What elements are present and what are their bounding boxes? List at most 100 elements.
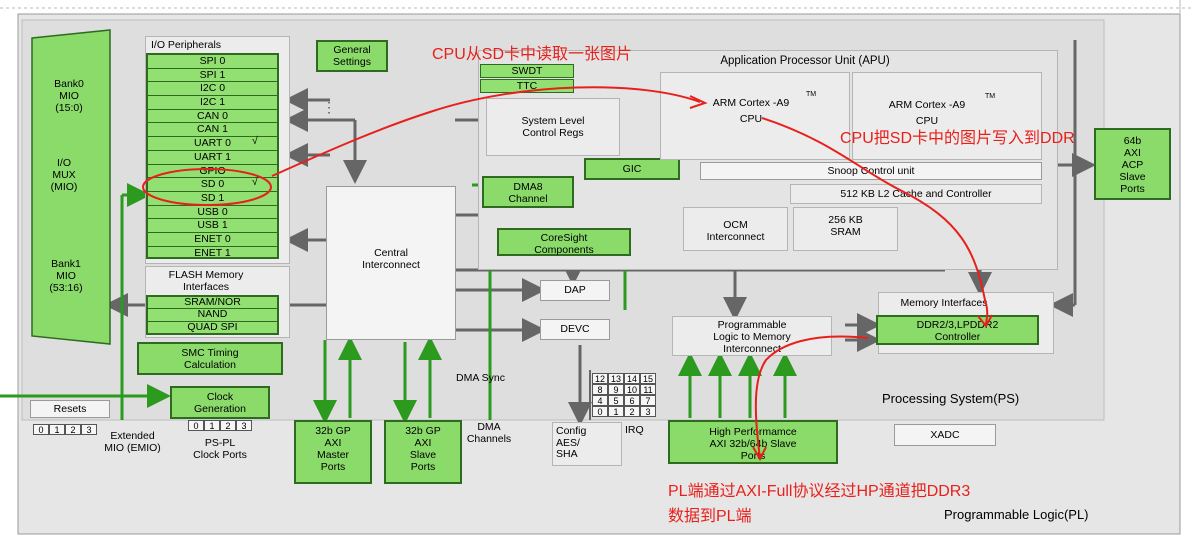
irq-port-cell: 0 <box>592 406 608 417</box>
clock-generation-box: Clock Generation <box>170 386 270 419</box>
io-peripherals-title: I/O Peripherals <box>151 39 222 51</box>
irq-port-cell: 10 <box>624 384 640 395</box>
processing-system-label: Processing System(PS) <box>882 391 1020 406</box>
irq-port-cell: 13 <box>608 373 624 384</box>
io-item-i2c-1: I2C 1 <box>148 96 277 110</box>
hp-slave-ports-box: High Performamce AXI 32b/64b Slave Ports <box>668 420 838 464</box>
io-item-spi-0: SPI 0 <box>148 55 277 69</box>
ps-pl-clock-label: PS-PL Clock Ports <box>193 437 247 462</box>
general-settings-box: General Settings <box>316 40 388 72</box>
io-item-uart-0: UART 0 <box>148 137 277 151</box>
gp-slave-ports-box: 32b GP AXI Slave Ports <box>384 420 462 484</box>
central-interconnect-box: Central Interconnect <box>326 186 456 340</box>
cpu0-sub: CPU <box>739 113 763 125</box>
mio-mux-shape <box>31 29 111 345</box>
dma-sync-label: DMA Sync <box>456 372 506 384</box>
clock-port-cell: 3 <box>236 420 252 431</box>
flash-item-quad-spi: QUAD SPI <box>187 320 238 333</box>
io-item-uart-1: UART 1 <box>148 151 277 165</box>
programmable-logic-label: Programmable Logic(PL) <box>944 507 1089 522</box>
io-item-i2c-0: I2C 0 <box>148 82 277 97</box>
system-level-control-box: System Level Control Regs <box>486 98 620 156</box>
ttc-box: TTC <box>480 79 574 93</box>
io-item-enet-1: ENET 1 <box>194 246 231 259</box>
sd0-check: √ <box>252 176 258 188</box>
irq-port-cell: 11 <box>640 384 656 395</box>
io-item-can-0: CAN 0 <box>148 110 277 124</box>
svg-text:⋮: ⋮ <box>322 99 336 115</box>
irq-port-cell: 9 <box>608 384 624 395</box>
memory-interfaces-title: Memory Interfaces <box>900 297 988 309</box>
clock-port-cell: 1 <box>204 420 220 431</box>
irq-port-cell: 1 <box>608 406 624 417</box>
bank1-label: Bank1 MIO (53:16) <box>49 258 83 295</box>
snoop-control-box: Snoop Control unit <box>700 162 1042 180</box>
uart0-check: √ <box>252 135 258 147</box>
io-item-usb-0: USB 0 <box>148 206 277 220</box>
annotation-hp-line1: PL端通过AXI-Full协议经过HP通道把DDR3 <box>668 483 971 500</box>
irq-label: IRQ <box>625 424 644 436</box>
irq-port-cell: 7 <box>640 395 656 406</box>
annotation-write-ddr: CPU把SD卡中的图片写入到DDR <box>840 130 1075 147</box>
flash-title: FLASH Memory Interfaces <box>168 269 244 294</box>
extended-mio-label: Extended MIO (EMIO) <box>104 430 161 455</box>
io-item-usb-1: USB 1 <box>148 219 277 233</box>
swdt-box: SWDT <box>480 64 574 78</box>
ddr-controller-box: DDR2/3,LPDDR2 Controller <box>876 315 1039 345</box>
clock-port-cell: 2 <box>220 420 236 431</box>
bank0-label: Bank0 MIO (15:0) <box>54 78 84 115</box>
irq-port-cell: 5 <box>608 395 624 406</box>
irq-port-cell: 6 <box>624 395 640 406</box>
ocm-sram-box: 256 KB SRAM <box>793 207 898 251</box>
dma-channels-label: DMA Channels <box>466 421 512 446</box>
devc-box: DEVC <box>540 319 610 340</box>
xadc-box: XADC <box>894 424 996 446</box>
reset-port-cell: 1 <box>49 424 65 435</box>
pl-memory-interconnect-box: Programmable Logic to Memory Interconnec… <box>672 316 832 356</box>
io-item-sd-1: SD 1 <box>148 192 277 206</box>
clock-port-cell: 0 <box>188 420 204 431</box>
coresight-box: CoreSight Components <box>497 228 631 256</box>
cpu1-label: ARM Cortex -A9 <box>888 99 966 111</box>
io-item-spi-1: SPI 1 <box>148 69 277 83</box>
gic-box: GIC <box>584 158 680 180</box>
cpu0-tm: TM <box>806 91 817 98</box>
l2-cache-box: 512 KB L2 Cache and Controller <box>790 184 1042 204</box>
cpu0-box: ARM Cortex -A9 TM CPU <box>660 72 850 160</box>
smc-timing-box: SMC Timing Calculation <box>137 342 283 375</box>
flash-item-nand: NAND <box>148 309 277 322</box>
resets-box: Resets <box>30 400 110 418</box>
config-aes-sha-box: Config AES/ SHA <box>552 422 622 466</box>
io-item-enet-0: ENET 0 <box>148 233 277 247</box>
reset-port-cell: 0 <box>33 424 49 435</box>
io-mux-label: I/O MUX (MIO) <box>50 157 78 194</box>
irq-port-cell: 14 <box>624 373 640 384</box>
annotation-hp-line2: 数据到PL端 <box>668 508 752 525</box>
reset-port-cell: 3 <box>81 424 97 435</box>
ocm-interconnect-box: OCM Interconnect <box>683 207 788 251</box>
flash-item-sram-nor: SRAM/NOR <box>148 296 277 310</box>
irq-port-cell: 4 <box>592 395 608 406</box>
dma8-channel-box: DMA8 Channel <box>482 176 574 208</box>
irq-port-cell: 15 <box>640 373 656 384</box>
irq-port-cell: 8 <box>592 384 608 395</box>
cpu0-label: ARM Cortex -A9 <box>712 97 790 109</box>
irq-port-cell: 12 <box>592 373 608 384</box>
acp-slave-ports-box: 64b AXI ACP Slave Ports <box>1094 128 1171 200</box>
io-item-can-1: CAN 1 <box>148 123 277 138</box>
gp-master-ports-box: 32b GP AXI Master Ports <box>294 420 372 484</box>
cpu1-tm: TM <box>985 93 996 100</box>
irq-port-cell: 2 <box>624 406 640 417</box>
annotation-read-sd: CPU从SD卡中读取一张图片 <box>432 46 633 63</box>
dap-box: DAP <box>540 280 610 301</box>
apu-title: Application Processor Unit (APU) <box>720 55 890 67</box>
reset-port-cell: 2 <box>65 424 81 435</box>
